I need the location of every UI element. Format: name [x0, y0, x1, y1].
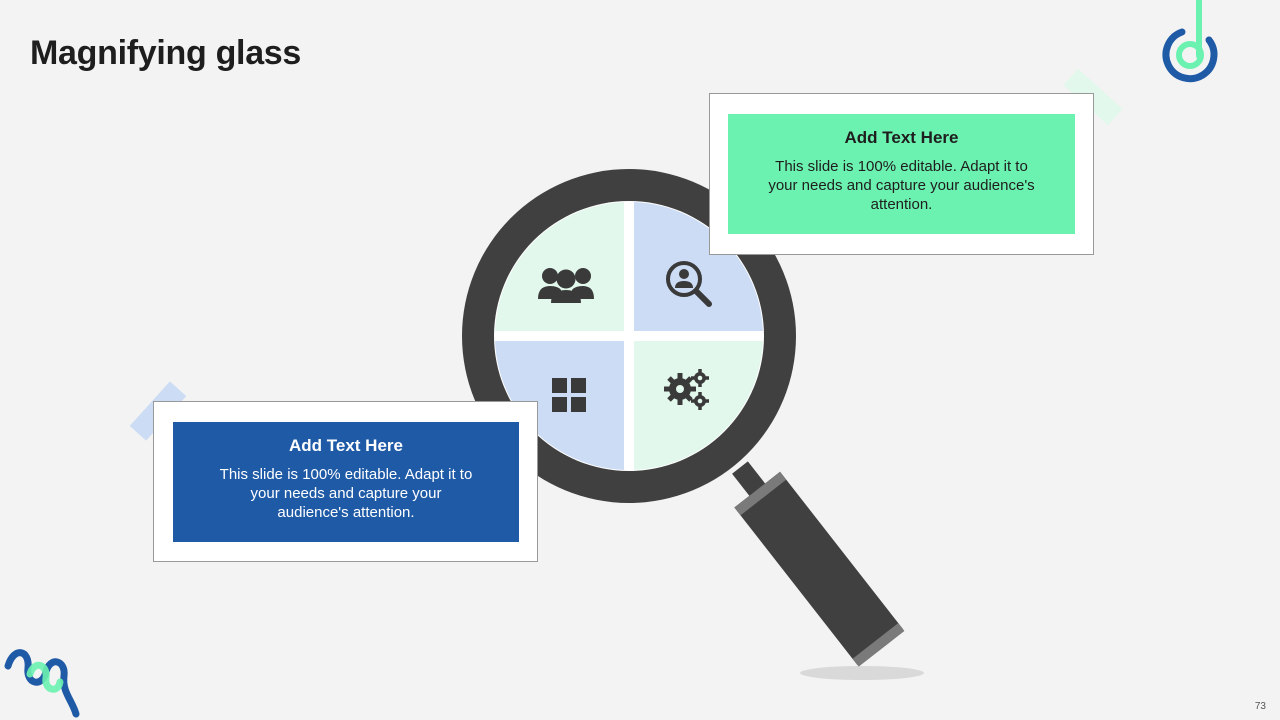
- magnifier-handle: [732, 461, 905, 667]
- note-card-top-fill: Add Text Here This slide is 100% editabl…: [728, 114, 1075, 234]
- brand-logo-icon: [1162, 0, 1218, 83]
- grid-icon: [552, 378, 586, 412]
- note-card-bottom: Add Text Here This slide is 100% editabl…: [153, 401, 538, 562]
- handle-shadow: [800, 666, 924, 680]
- note-card-top: Add Text Here This slide is 100% editabl…: [709, 93, 1094, 255]
- note-card-bottom-body: This slide is 100% editable. Adapt it to…: [219, 466, 473, 521]
- note-card-top-heading: Add Text Here: [844, 128, 959, 147]
- gears-icon: [664, 369, 709, 410]
- note-card-top-body: This slide is 100% editable. Adapt it to…: [768, 158, 1035, 213]
- note-card-bottom-fill: Add Text Here This slide is 100% editabl…: [173, 422, 519, 542]
- team-icon: [538, 268, 594, 303]
- note-card-bottom-heading: Add Text Here: [289, 436, 403, 455]
- user-search-icon: [666, 261, 712, 307]
- squiggle-decoration-icon: [4, 649, 80, 718]
- slide-title: Magnifying glass: [30, 34, 302, 72]
- page-number: 73: [1254, 701, 1266, 712]
